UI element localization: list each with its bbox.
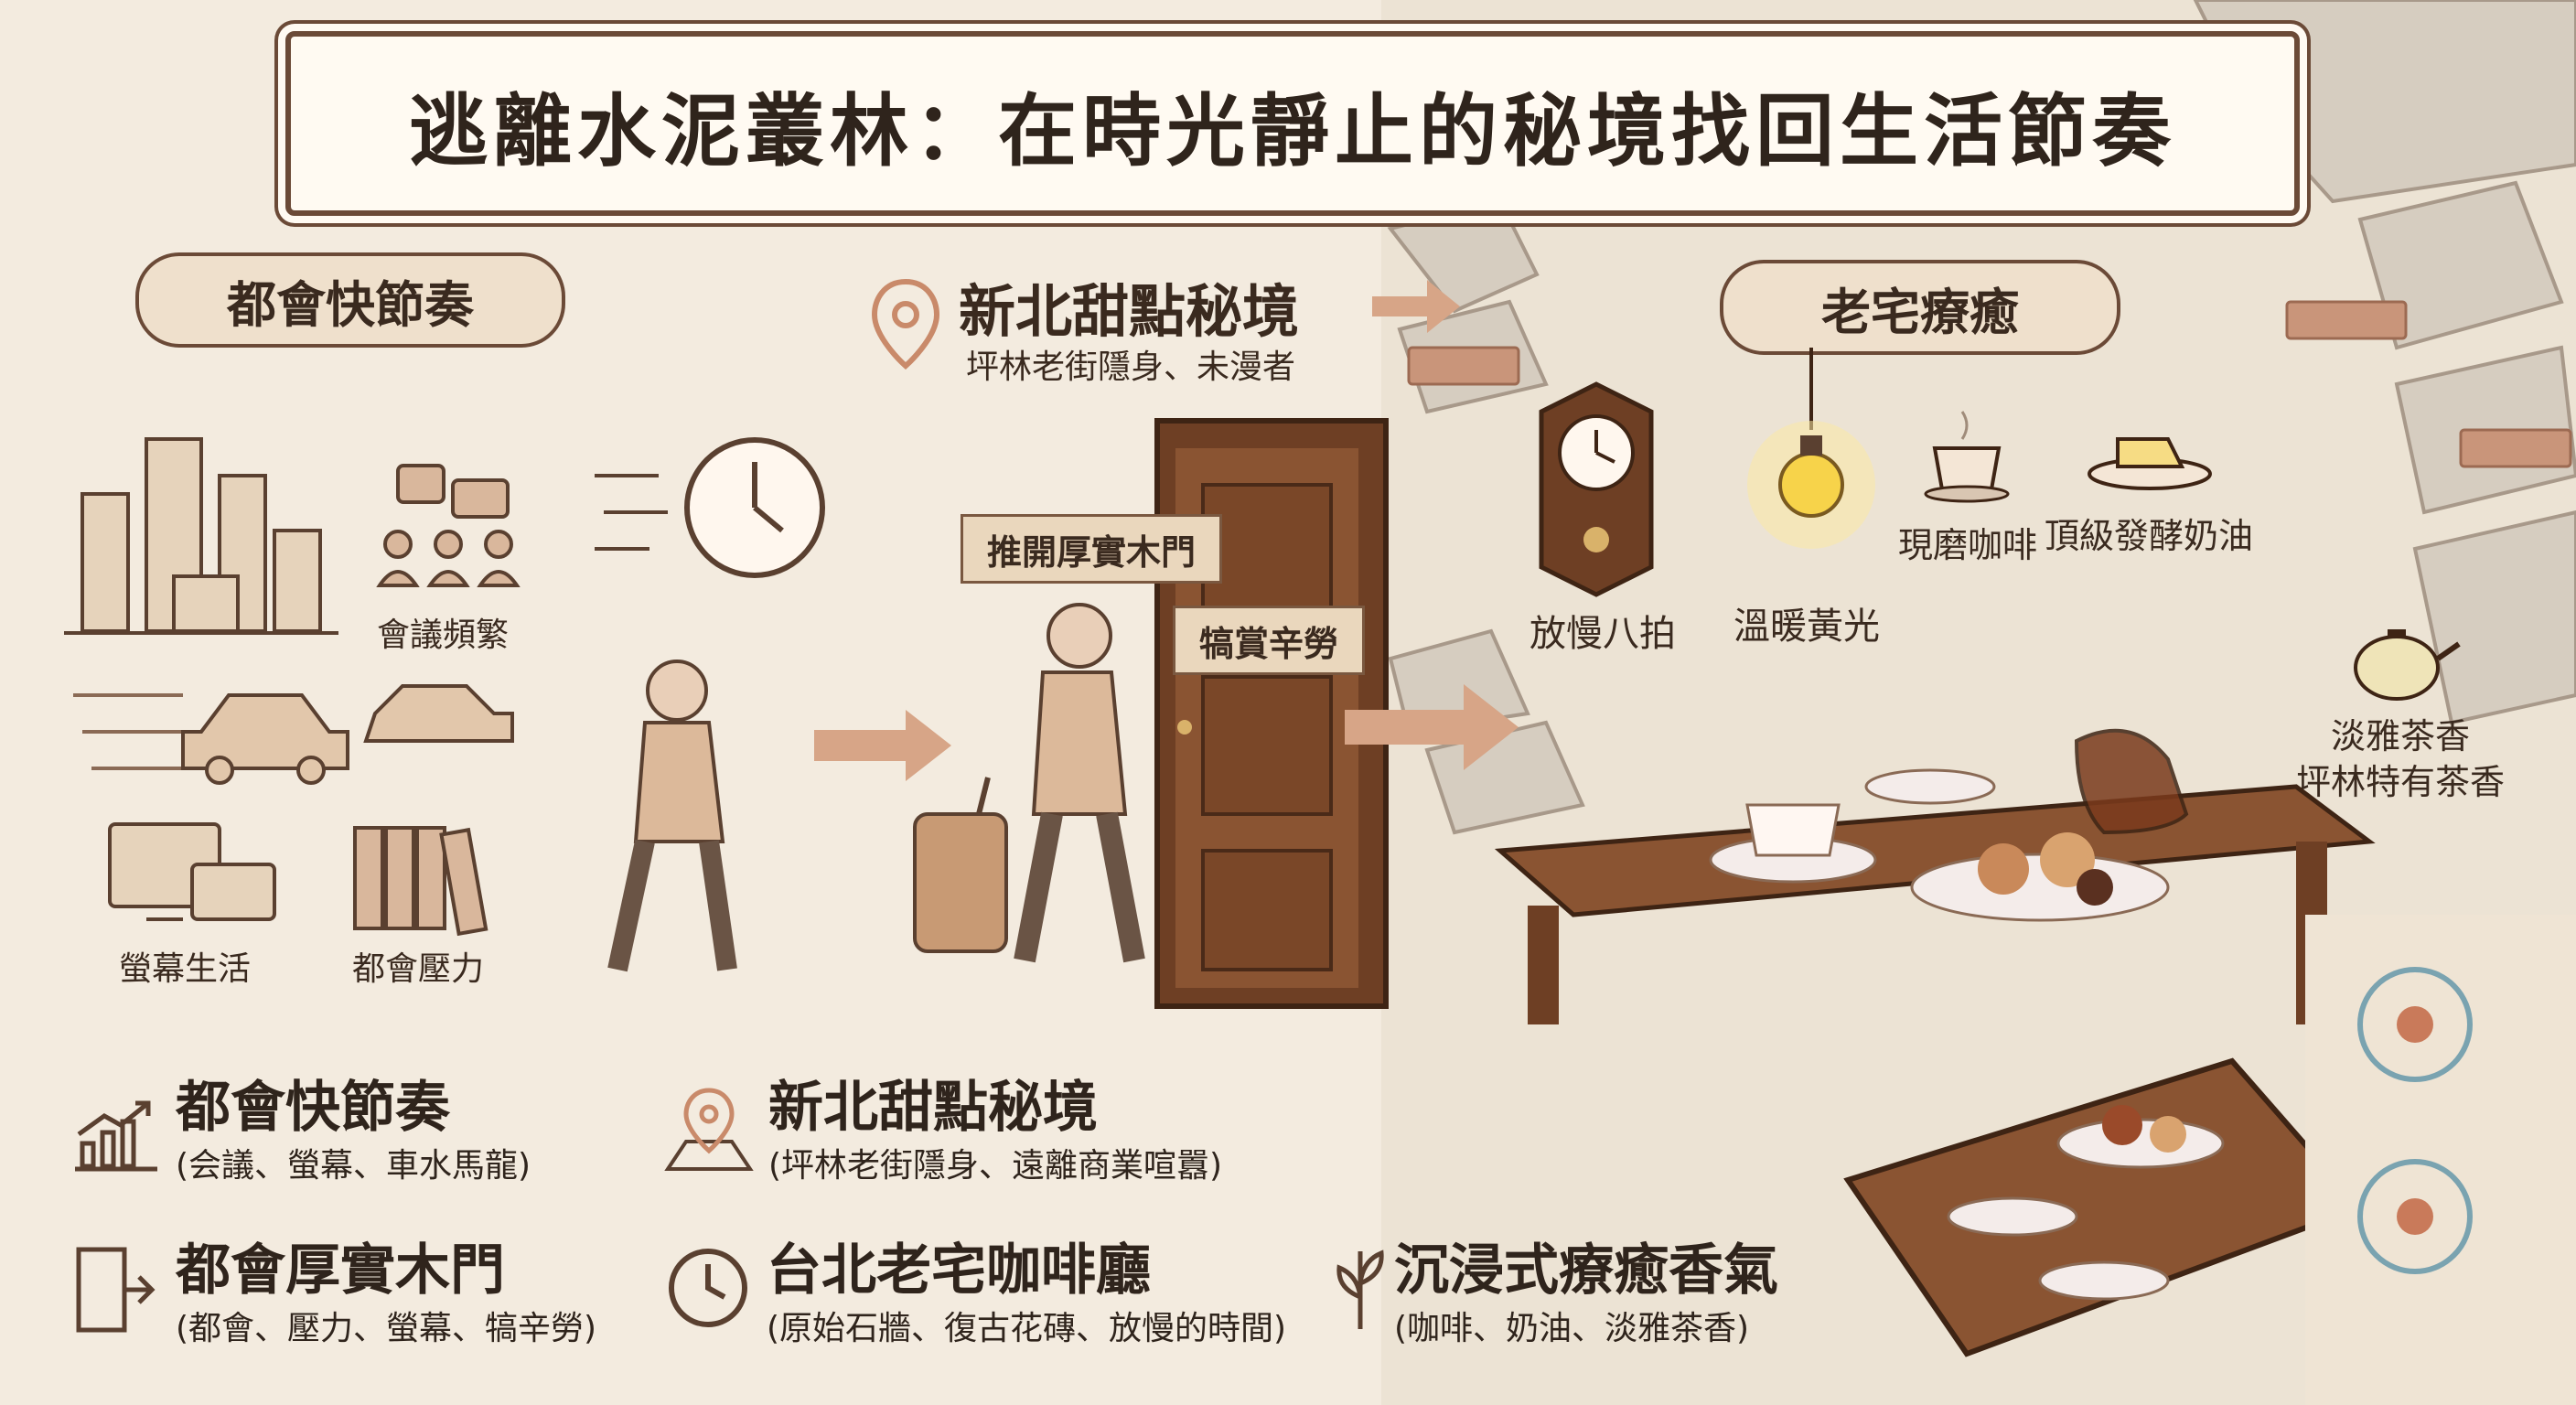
summary-cafe-title: 台北老宅咖啡廳 — [767, 1239, 1151, 1303]
arrow-into-house-icon — [1345, 684, 1519, 770]
push-door-tag: 推開厚實木門 — [961, 514, 1223, 584]
summary-city-sub: (会議、螢幕、車水馬龍) — [176, 1147, 531, 1185]
summary-aroma-title: 沉浸式療癒香氣 — [1394, 1239, 1778, 1303]
warm-light-label: 溫暖黃光 — [1733, 606, 1880, 648]
summary-cafe-sub: (原始石牆、復古花磚、放慢的時間) — [767, 1310, 1287, 1347]
location-subtitle: 坪林老街隱身、未漫者 — [966, 349, 1296, 386]
screen-life-label: 螢幕生活 — [119, 950, 252, 988]
leaf-icon — [1336, 1249, 1384, 1329]
door-exit-icon — [76, 1247, 156, 1333]
summary-aroma-sub: (咖啡、奶油、淡雅茶香) — [1394, 1310, 1750, 1347]
vintage-tiles-decoration — [2305, 915, 2576, 1405]
file-binders-icon — [353, 826, 488, 937]
summary-location-title: 新北甜點秘境 — [768, 1076, 1098, 1140]
city-pace-pill-label: 都會快節奏 — [227, 275, 474, 334]
tea-tray-with-pastries — [1843, 1057, 2366, 1357]
stressed-woman-figure — [607, 660, 737, 972]
summary-door-title: 都會厚實木門 — [176, 1239, 505, 1303]
slow-down-label: 放慢八拍 — [1530, 613, 1676, 655]
rushing-clock-icon — [595, 437, 825, 578]
arrow-right-icon-2 — [814, 710, 951, 781]
location-title: 新北甜點秘境 — [959, 278, 1300, 345]
summary-door-sub: (都會、壓力、螢幕、犒辛勞) — [176, 1310, 597, 1347]
growth-chart-icon — [75, 1100, 157, 1172]
reward-tag-label: 犒賞辛勞 — [1199, 623, 1339, 664]
coffee-cup-icon — [1924, 411, 2010, 503]
computer-screens-icon — [108, 822, 276, 921]
butter-icon — [2088, 437, 2212, 490]
page-title: 逃離水泥叢林：在時光靜止的秘境找回生活節奏 — [409, 85, 2176, 177]
teapot-icon — [2354, 629, 2461, 701]
warm-light-bulb-icon — [1747, 348, 1875, 549]
city-pace-pill: 都會快節奏 — [135, 252, 565, 348]
meetings-label: 會議頻繁 — [377, 617, 510, 654]
traveler-with-suitcase-figure — [913, 603, 1145, 963]
pinglin-tea-label: 坪林特有茶香 — [2296, 762, 2506, 802]
summary-location-sub: (坪林老街隱身、遠離商業喧囂) — [768, 1147, 1223, 1185]
old-house-pill-label: 老宅療癒 — [1821, 283, 2019, 341]
meeting-people-icon — [376, 464, 521, 587]
summary-city-title: 都會快節奏 — [176, 1076, 450, 1140]
city-pressure-label: 都會壓力 — [352, 950, 485, 988]
traffic-cars-icon — [73, 684, 514, 785]
wooden-table-with-desserts — [1494, 728, 2376, 1024]
tea-aroma-label: 淡雅茶香 — [2331, 716, 2471, 756]
map-pin-icon — [664, 1088, 754, 1171]
location-pin-icon — [871, 278, 940, 370]
old-house-pill: 老宅療癒 — [1720, 260, 2120, 355]
title-banner: 逃離水泥叢林：在時光靜止的秘境找回生活節奏 — [285, 31, 2300, 216]
fresh-coffee-label: 現磨咖啡 — [1898, 525, 2038, 565]
push-door-tag-label: 推開厚實木門 — [987, 531, 1197, 573]
fermented-butter-label: 頂級發酵奶油 — [2045, 516, 2254, 556]
reward-tag: 犒賞辛勞 — [1173, 606, 1366, 675]
pendulum-clock-icon — [1539, 381, 1654, 597]
arrow-right-icon — [1372, 280, 1460, 333]
city-buildings-icon — [64, 437, 338, 635]
clock-icon — [669, 1249, 747, 1327]
